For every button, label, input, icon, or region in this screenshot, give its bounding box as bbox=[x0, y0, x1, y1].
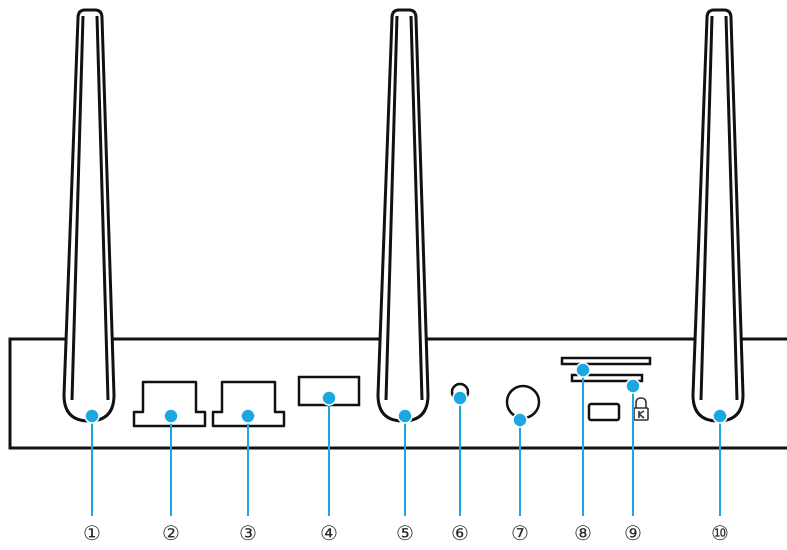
antenna-1 bbox=[62, 8, 116, 423]
callout-dot-9 bbox=[625, 378, 641, 394]
callout-label-2: ② bbox=[162, 521, 180, 545]
callout-label-9: ⑨ bbox=[624, 521, 642, 545]
callout-label-6: ⑥ bbox=[451, 521, 469, 545]
small-port bbox=[587, 402, 621, 422]
card-slot-2 bbox=[570, 373, 644, 383]
callout-label-3: ③ bbox=[239, 521, 257, 545]
callout-label-5: ⑤ bbox=[396, 521, 414, 545]
callout-lines bbox=[91, 372, 721, 516]
callout-dot-6 bbox=[452, 390, 468, 406]
callout-label-10: ⑩ bbox=[711, 521, 729, 545]
kensington-lock-icon bbox=[633, 397, 649, 421]
callout-label-4: ④ bbox=[320, 521, 338, 545]
callout-dot-10 bbox=[712, 408, 728, 424]
ethernet-port-2 bbox=[211, 380, 286, 428]
callout-dot-2 bbox=[163, 408, 179, 424]
callout-dots bbox=[84, 362, 728, 428]
card-slot-1 bbox=[560, 356, 652, 366]
callout-dot-1 bbox=[84, 408, 100, 424]
callout-label-7: ⑦ bbox=[511, 521, 529, 545]
callout-label-1: ① bbox=[83, 521, 101, 545]
ethernet-port-1 bbox=[132, 380, 207, 428]
callout-dot-5 bbox=[397, 408, 413, 424]
callout-dot-8 bbox=[575, 362, 591, 378]
antenna-2 bbox=[376, 8, 430, 423]
callout-dot-3 bbox=[240, 408, 256, 424]
callout-label-8: ⑧ bbox=[574, 521, 592, 545]
antenna-3 bbox=[691, 8, 745, 423]
callout-dot-7 bbox=[512, 412, 528, 428]
callout-dot-4 bbox=[321, 390, 337, 406]
